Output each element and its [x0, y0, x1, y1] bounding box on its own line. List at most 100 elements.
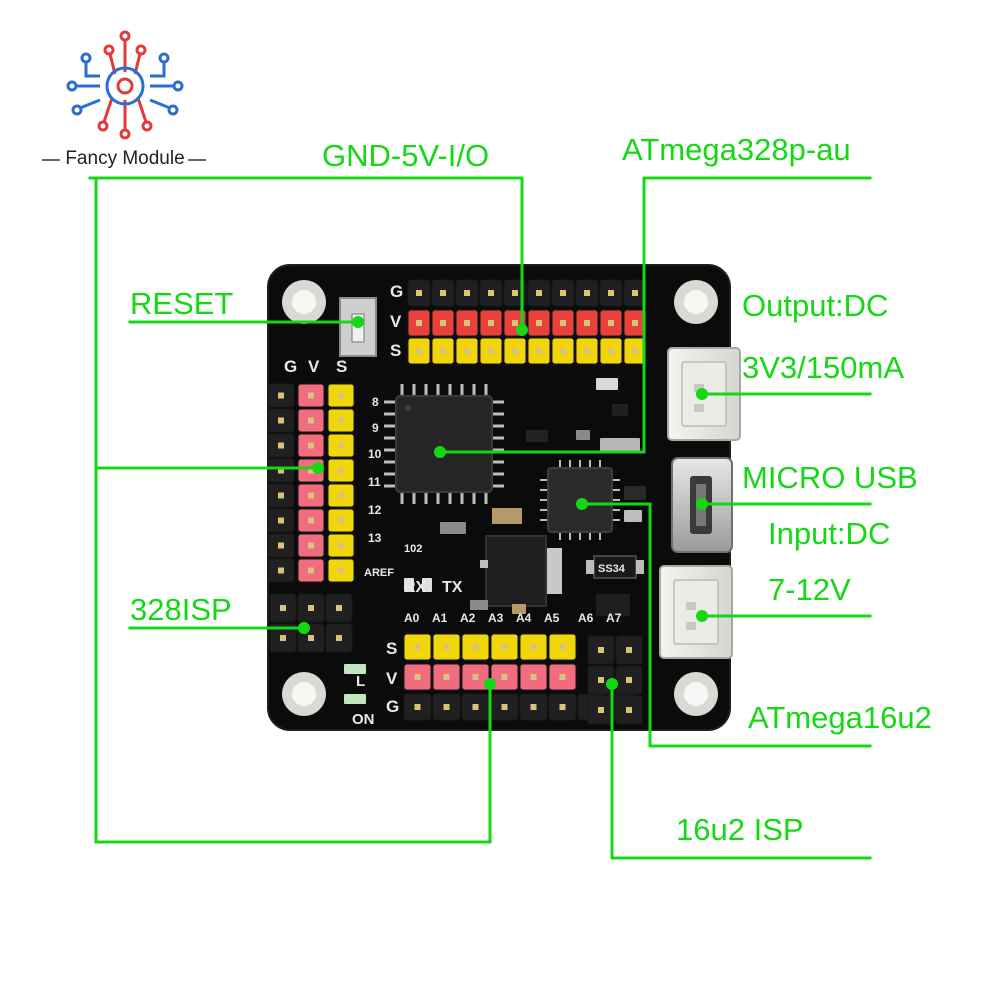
silk-bot-s: S	[386, 639, 397, 658]
label-input-7-12v: 7-12V	[768, 572, 851, 607]
silk-left-s: S	[336, 357, 347, 376]
silk-d12: 12	[368, 503, 382, 517]
leader-atmega328	[438, 176, 872, 454]
smd-part	[576, 430, 590, 440]
header-pin-contact	[632, 348, 638, 354]
header-pin-contact	[414, 644, 421, 650]
isp-pin-contact	[598, 677, 604, 683]
header-pin-contact	[338, 517, 344, 524]
header-pin-contact	[488, 290, 494, 296]
header-pin-contact	[308, 567, 314, 574]
label-16u2-isp: 16u2 ISP	[676, 812, 804, 847]
header-pin-contact	[512, 290, 518, 296]
smd-part	[624, 486, 646, 500]
header-pin-contact	[338, 567, 344, 574]
header-pin-contact	[443, 644, 450, 650]
smd-part	[440, 522, 466, 534]
atmega328-chip	[384, 384, 504, 504]
header-pin-contact	[416, 320, 422, 326]
header-pin-contact	[512, 348, 518, 354]
brand-name: Fancy Module	[65, 148, 185, 169]
silk-left-g: G	[284, 357, 297, 376]
callout-leader-lines	[88, 176, 872, 860]
header-pin-contact	[530, 644, 537, 650]
label-output-dc: Output:DC	[742, 288, 889, 323]
header-pin-contact	[472, 674, 479, 680]
silk-ss34: SS34	[598, 563, 626, 575]
silk-a7: A7	[606, 611, 622, 625]
label-atmega16u2: ATmega16u2	[748, 700, 932, 735]
smd-part	[600, 438, 640, 452]
smd-part	[492, 508, 522, 524]
bottom-header-io-row	[403, 633, 577, 661]
silk-on: ON	[352, 711, 375, 728]
smd-part	[596, 594, 630, 616]
silk-a0: A0	[404, 611, 420, 625]
silk-rx: RX	[404, 579, 427, 596]
header-pin-contact	[632, 320, 638, 326]
header-pin-contact	[584, 320, 590, 326]
silkscreen-labels: G V S G V S S V G 8 9 10 11 12 13 AREF R…	[284, 282, 626, 728]
silk-a3: A3	[488, 611, 504, 625]
isp-pin-contact	[336, 635, 342, 641]
left-header-gnd-col	[267, 383, 295, 583]
silk-aref: AREF	[364, 567, 394, 579]
header-pin-contact	[278, 392, 284, 399]
label-output-3v3: 3V3/150mA	[742, 350, 904, 385]
header-pin-contact	[440, 320, 446, 326]
label-328isp: 328ISP	[130, 592, 232, 627]
silk-a2: A2	[460, 611, 476, 625]
silk-left-v: V	[308, 357, 320, 376]
isp-pin-contact	[598, 707, 604, 713]
header-pin-contact	[501, 644, 508, 650]
header-pin-contact	[278, 567, 284, 574]
isp-pin-contact	[308, 605, 314, 611]
silk-top-v: V	[390, 312, 402, 331]
header-pin-contact	[464, 320, 470, 326]
header-pin-contact	[501, 704, 508, 710]
top-header-gnd-row	[407, 279, 647, 307]
header-pin-contact	[488, 348, 494, 354]
leader-16u2isp	[610, 682, 872, 860]
silk-d8: 8	[372, 395, 379, 409]
header-pin-contact	[559, 674, 566, 680]
header-pin-contact	[559, 704, 566, 710]
silk-a1: A1	[432, 611, 448, 625]
silk-a5: A5	[544, 611, 560, 625]
top-header-io-row	[407, 337, 647, 365]
isp-328-header	[269, 593, 353, 653]
label-atmega328: ATmega328p-au	[622, 132, 851, 167]
mounting-holes	[282, 280, 718, 716]
header-pin-contact	[472, 704, 479, 710]
header-pin-contact	[278, 542, 284, 549]
voltage-regulator	[480, 535, 562, 607]
header-pin-contact	[416, 348, 422, 354]
smd-part	[512, 604, 526, 614]
callout-dots	[298, 316, 708, 690]
silk-bot-g: G	[386, 697, 399, 716]
header-pin-contact	[530, 674, 537, 680]
header-pin-contact	[414, 704, 421, 710]
header-pin-contact	[278, 442, 284, 449]
header-pin-contact	[338, 492, 344, 499]
silk-102: 102	[404, 543, 422, 555]
label-micro-usb: MICRO USB	[742, 460, 918, 495]
header-pin-contact	[308, 492, 314, 499]
header-pin-contact	[464, 290, 470, 296]
header-pin-contact	[278, 417, 284, 424]
header-pin-contact	[308, 467, 314, 474]
label-reset: RESET	[130, 286, 234, 321]
header-pin-contact	[536, 320, 542, 326]
silk-a4: A4	[516, 611, 532, 625]
smd-part	[344, 694, 366, 704]
header-pin-contact	[338, 467, 344, 474]
header-pin-contact	[608, 320, 614, 326]
label-gnd-5v-io: GND-5V-I/O	[322, 138, 490, 173]
header-pin-contact	[584, 348, 590, 354]
smd-part	[624, 510, 642, 522]
header-pin-contact	[501, 674, 508, 680]
header-pin-contact	[584, 290, 590, 296]
circuit-tree-logo-icon	[66, 30, 184, 140]
